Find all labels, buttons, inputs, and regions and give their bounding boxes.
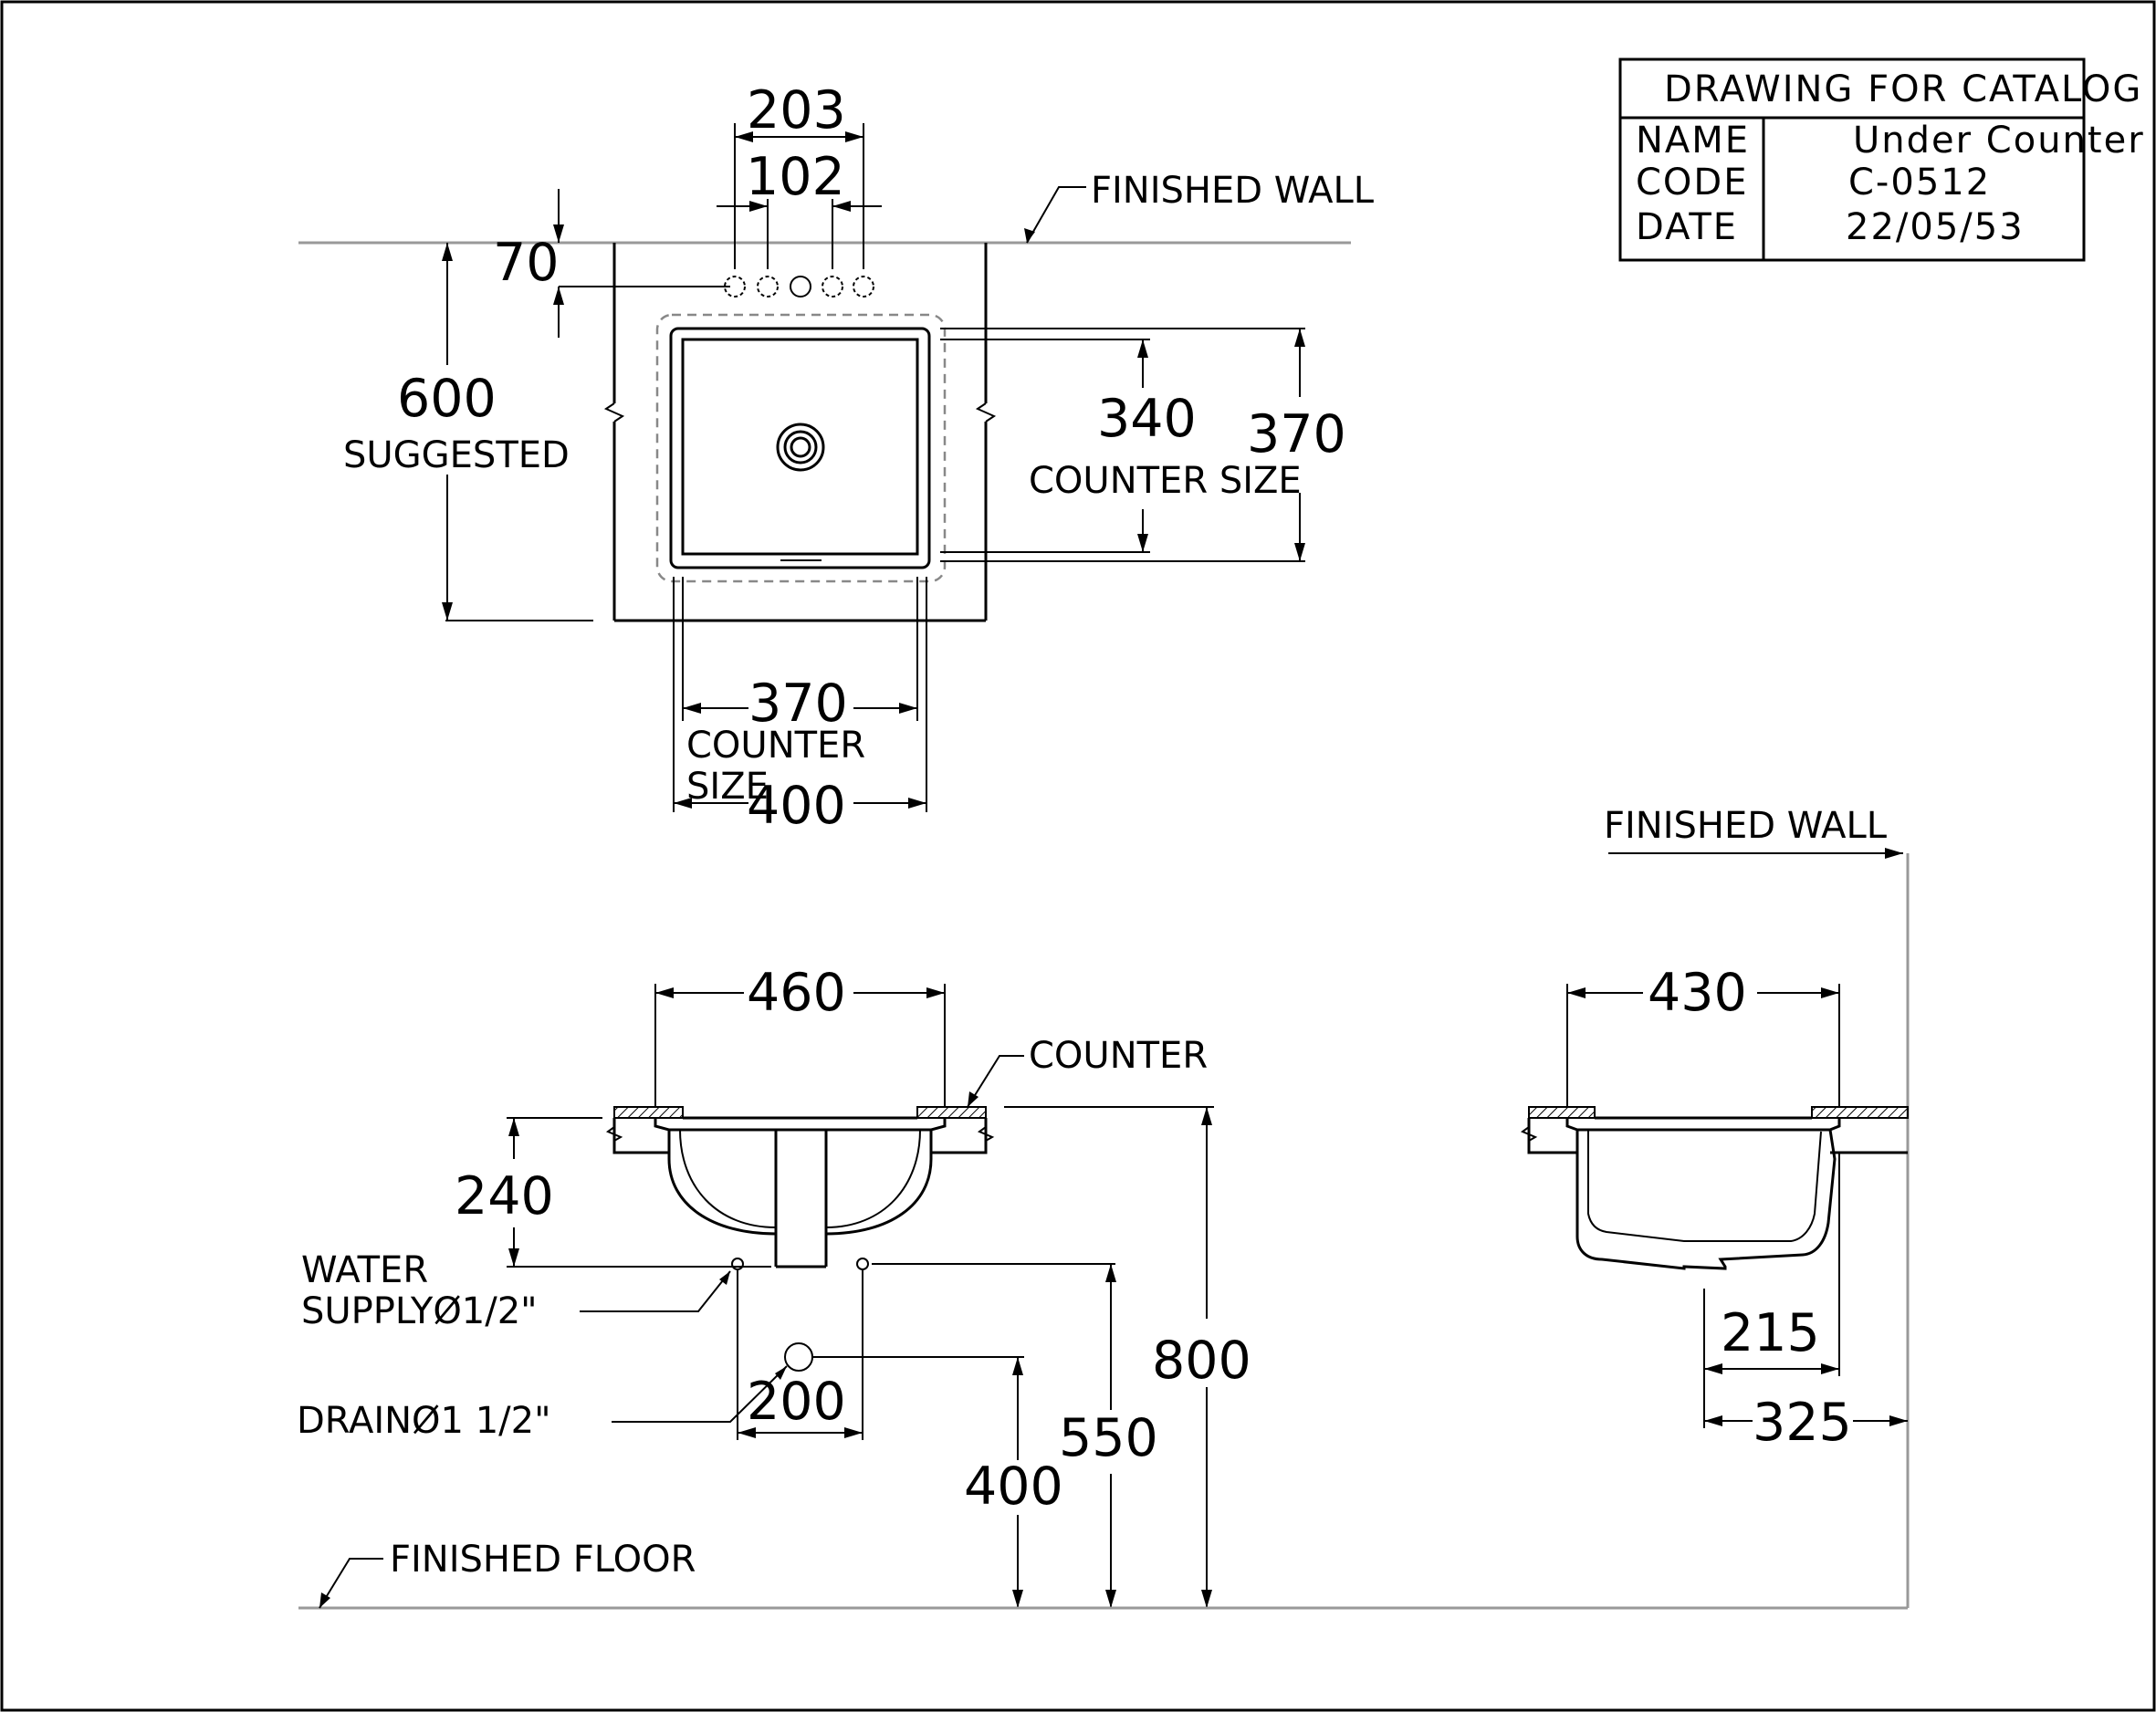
dim-215: 215 [1721, 1303, 1820, 1363]
dim-240: 240 [455, 1166, 554, 1227]
dim-102: 102 [746, 147, 845, 207]
suggested-label: SUGGESTED [343, 434, 570, 476]
dim-325: 325 [1753, 1393, 1852, 1453]
finished-floor-label: FINISHED FLOOR [390, 1539, 696, 1581]
dim-800: 800 [1152, 1331, 1251, 1391]
size-label: SIZE [686, 766, 769, 808]
plan-faucet-hole [724, 276, 746, 298]
water-supply-label-1: WATER [301, 1249, 428, 1291]
dim-200: 200 [747, 1372, 846, 1432]
plan-faucet-hole [757, 276, 779, 298]
water-supply-label-2: SUPPLYØ1/2" [301, 1290, 538, 1332]
dim-370-right: 370 [1247, 404, 1346, 465]
dim-400-front: 400 [964, 1456, 1063, 1517]
title-block-heading: DRAWING FOR CATALOG [1664, 68, 2142, 110]
side-view: FINISHED WALL 430 215 325 [1520, 805, 1910, 1608]
front-view: 460 COUNTER 240 WATER SUPPLYØ1/2" DRAINØ… [297, 963, 1908, 1610]
dim-600: 600 [397, 369, 497, 429]
plan-bowl-outline [655, 313, 947, 583]
counter-slab-left [613, 1106, 684, 1119]
plan-counter-opening [669, 327, 931, 569]
front-basin [654, 1118, 777, 1236]
water-supply-hole [731, 1258, 744, 1270]
drain-hole-icon [784, 1342, 813, 1372]
counter-slab-right [916, 1106, 987, 1119]
dim-550: 550 [1059, 1408, 1158, 1468]
title-block-code-value: C-0512 [1848, 162, 1991, 204]
dim-340: 340 [1097, 389, 1197, 449]
title-block-name-value: Under Counter [1853, 120, 2145, 162]
drain-label: DRAINØ1 1/2" [297, 1400, 550, 1442]
side-basin [1565, 1118, 1841, 1270]
title-block-code-label: CODE [1636, 162, 1749, 204]
water-supply-hole [856, 1258, 869, 1270]
dim-203: 203 [747, 80, 846, 141]
dim-370-bottom: 370 [748, 673, 848, 734]
side-counter-slab-left [1528, 1106, 1596, 1119]
plan-bowl [681, 338, 919, 556]
plan-finished-wall-label: FINISHED WALL [1091, 170, 1375, 212]
title-block-name-label: NAME [1636, 120, 1750, 162]
dim-430: 430 [1648, 963, 1747, 1023]
title-block-date-label: DATE [1636, 206, 1738, 248]
plan-view: FINISHED WALL 203 [298, 80, 1375, 836]
dim-70: 70 [493, 233, 560, 293]
plan-faucet-hole [790, 276, 811, 298]
plan-faucet-hole [853, 276, 874, 298]
counter-size-right-label: COUNTER SIZE [1029, 460, 1302, 502]
dim-460: 460 [747, 963, 846, 1023]
dim-400-bottom: 400 [747, 776, 846, 836]
front-counter-label: COUNTER [1029, 1035, 1208, 1077]
plan-drain-icon [776, 423, 825, 472]
counter-label: COUNTER [686, 725, 865, 767]
side-finished-wall-label: FINISHED WALL [1604, 805, 1888, 847]
side-counter-slab-right [1811, 1106, 1909, 1119]
plan-faucet-hole [822, 276, 843, 298]
title-block-date-value: 22/05/53 [1846, 206, 2025, 248]
title-block: DRAWING FOR CATALOG NAME Under Counter C… [1618, 57, 2145, 262]
